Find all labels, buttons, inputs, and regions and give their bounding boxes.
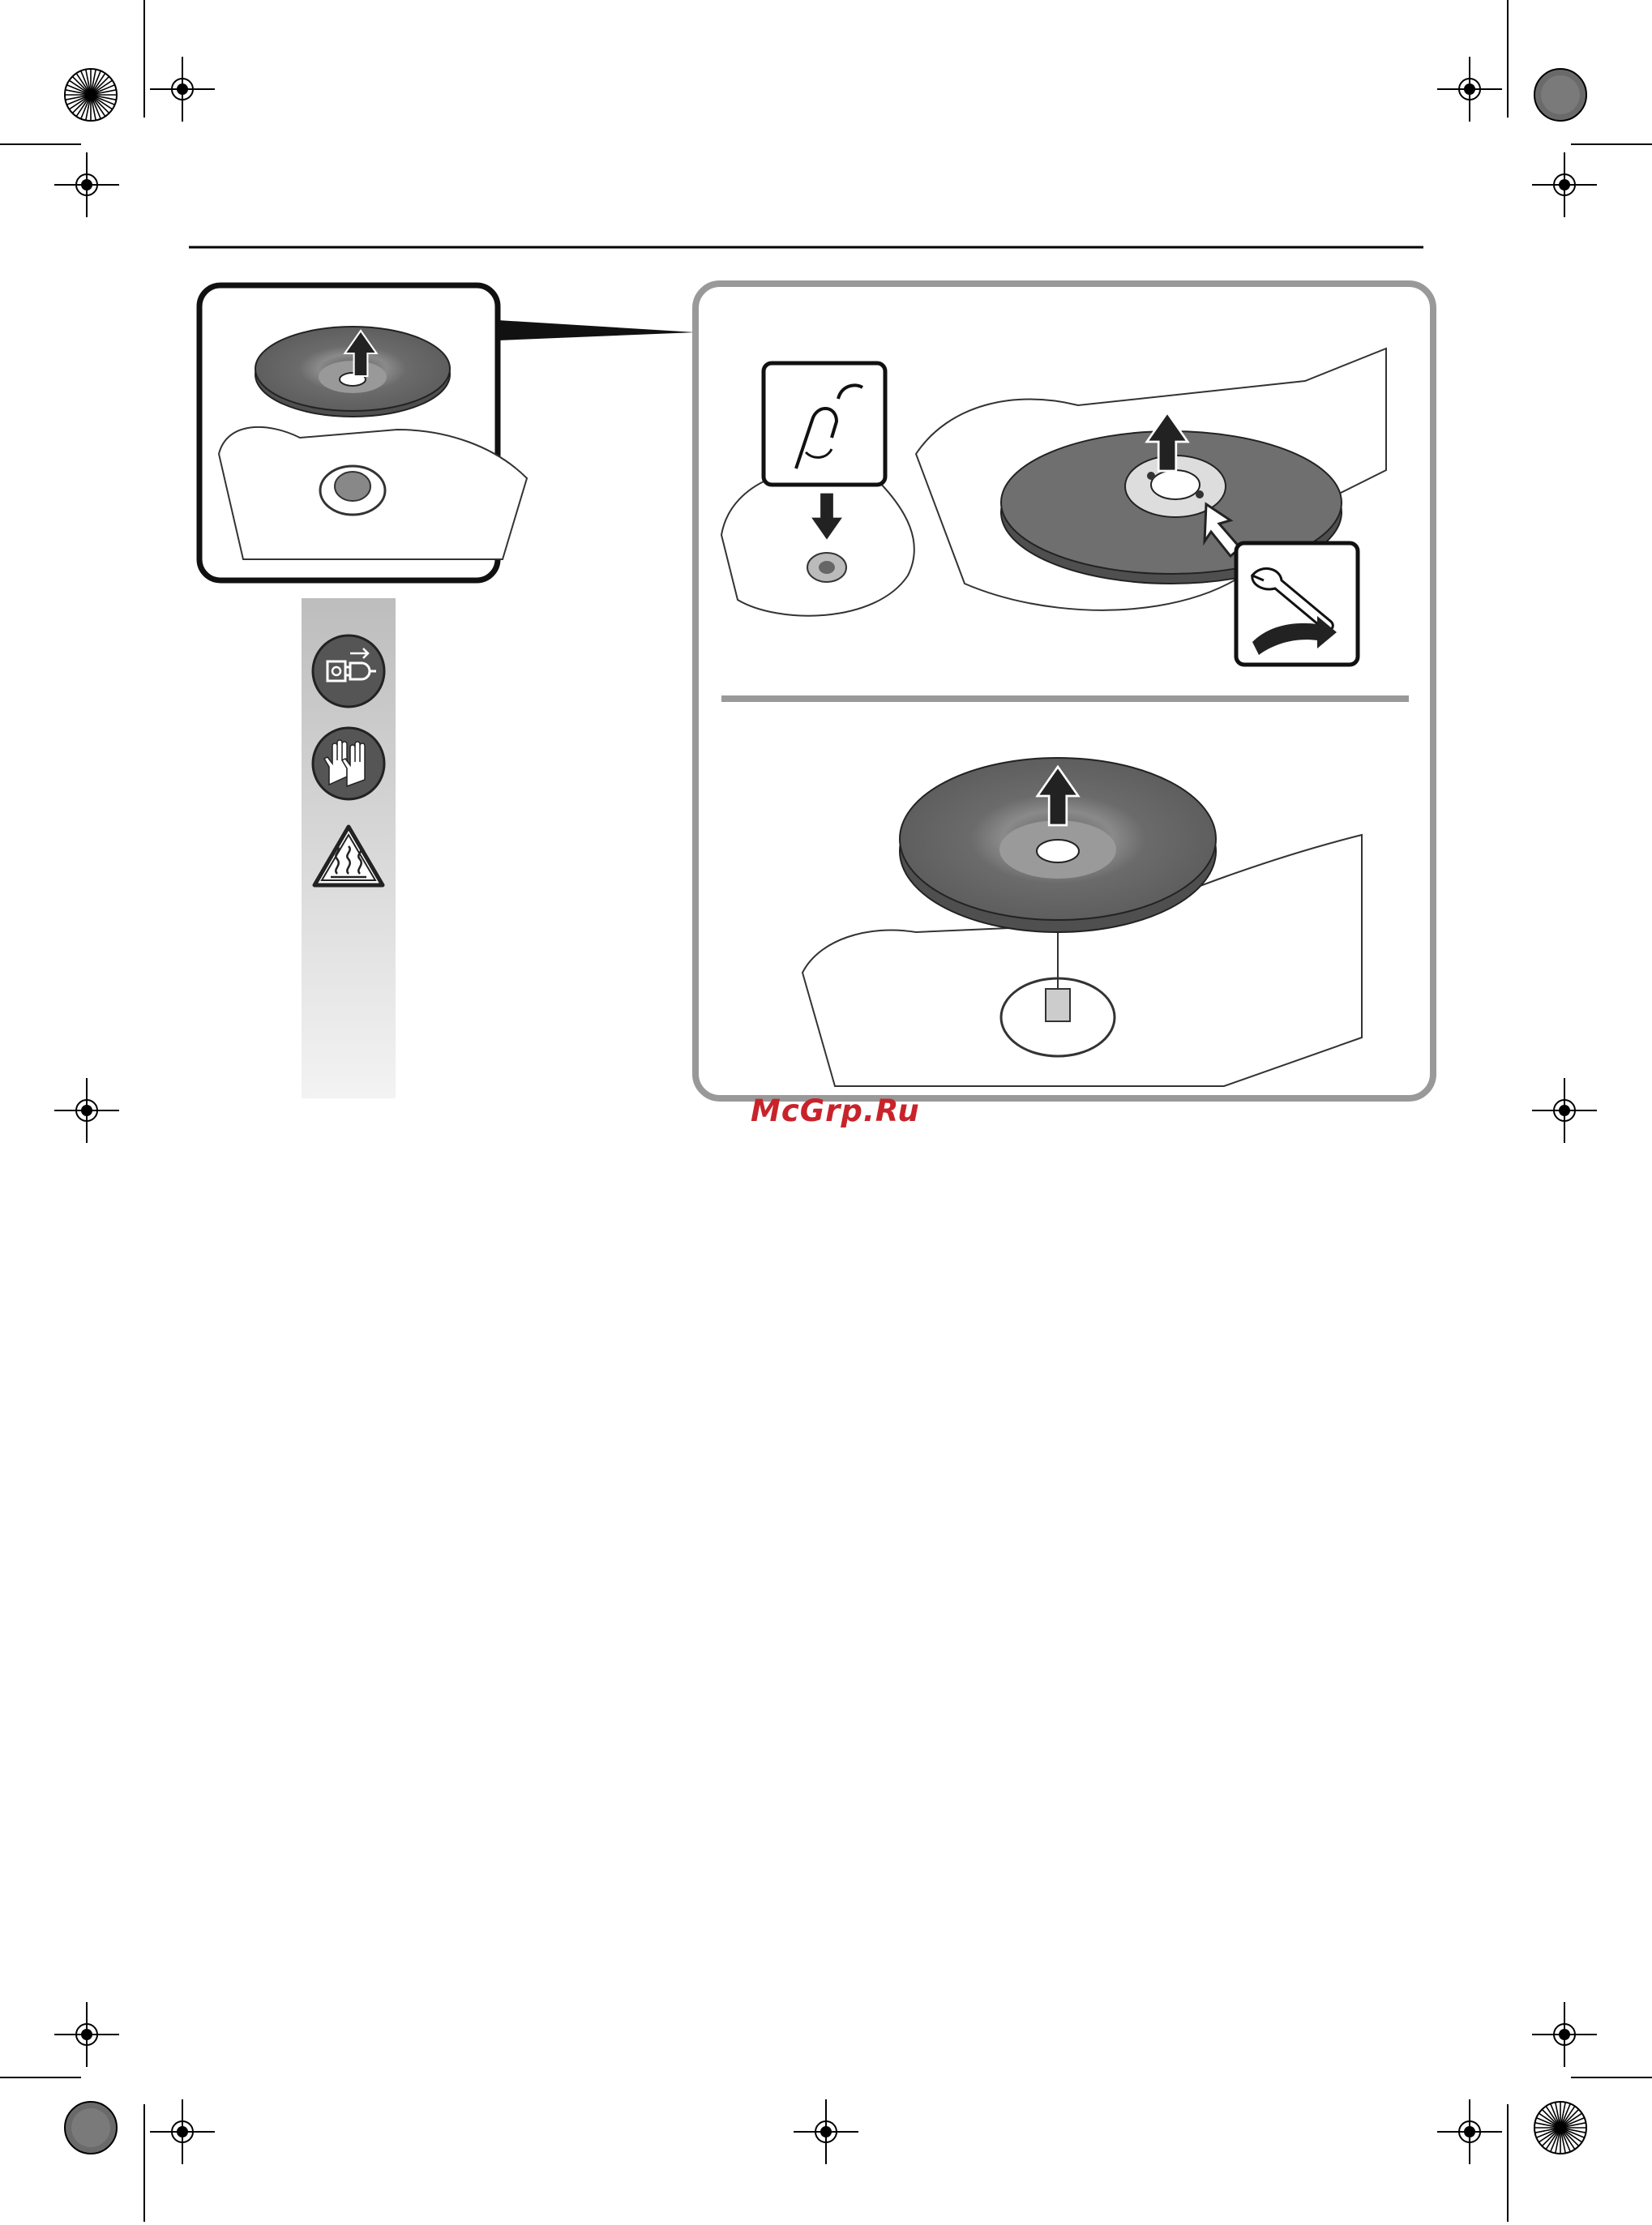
watermark-text: McGrp.Ru [751, 1091, 913, 1132]
section-remove-disc [199, 284, 1433, 1098]
thumbnail-remove [199, 285, 695, 580]
unplug-icon [313, 635, 384, 707]
gloves-icon [313, 728, 384, 799]
